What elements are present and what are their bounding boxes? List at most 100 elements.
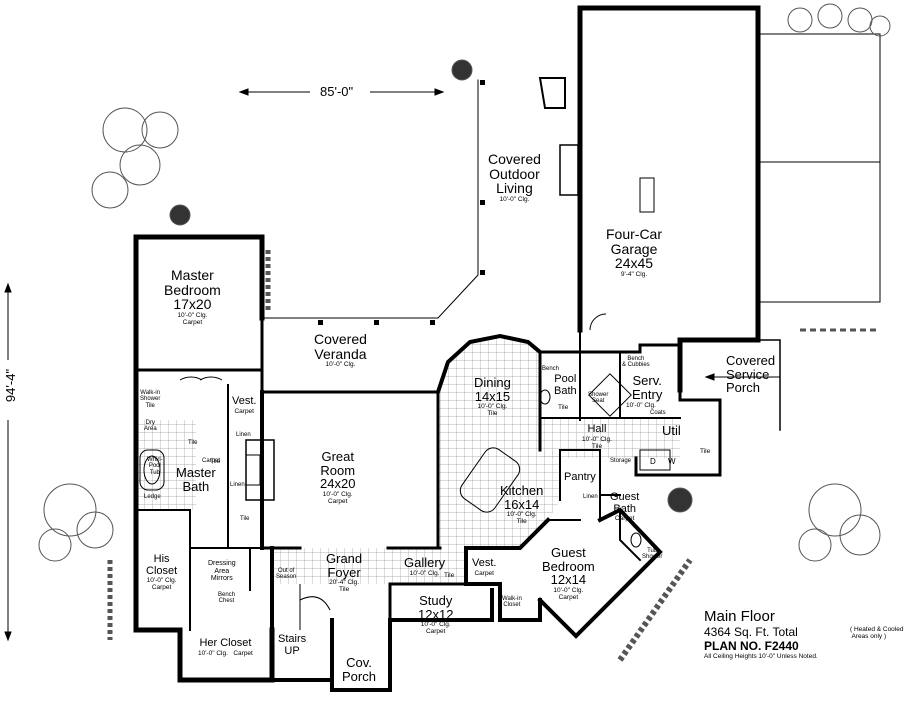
depth-dimension: 94'-4" xyxy=(3,368,19,403)
room-name: Vest. xyxy=(472,557,497,569)
service-entry: Serv. Entry xyxy=(632,374,662,401)
room-ceiling: 10'-0" Clg. xyxy=(582,435,612,443)
room-ceiling: 10'-0" Clg. xyxy=(322,490,353,498)
master-bedroom: Master Bedroom 17x20 10'-0" Clg. Carpet xyxy=(164,268,221,327)
ledge-label: Ledge xyxy=(144,494,161,500)
pool-bath-floor: Tile xyxy=(558,404,569,411)
title-block: Main Floor 4364 Sq. Ft. Total PLAN NO. F… xyxy=(704,608,818,660)
stairs: Stairs UP xyxy=(278,633,307,657)
area-note: ( Heated & Cooled Areas only ) xyxy=(850,626,904,640)
master-bath-floor: Tile xyxy=(210,458,221,465)
whirlpool-tub-label: Whirl- Pool Tub xyxy=(147,457,163,476)
room-floor: Carpet xyxy=(425,628,446,636)
linen-label-3: Linen xyxy=(583,494,598,500)
bench-cubbies-label: Bench & Cubbies xyxy=(622,356,650,369)
room-ceiling: 10'-0" Clg. xyxy=(499,196,530,204)
room-floor: Carpet xyxy=(558,594,579,602)
room-name: Cov. Porch xyxy=(342,655,376,684)
out-of-season-label: Out of Season xyxy=(276,568,297,581)
room-size: 14x15 xyxy=(474,388,511,404)
room-floor: Tile xyxy=(516,518,527,526)
walkin-closet-label: Walk-in Closet xyxy=(502,596,522,609)
room-ceiling: 10'-0" Clg. xyxy=(177,312,208,320)
fixtures xyxy=(139,313,671,630)
four-car-garage: Four-Car Garage 24x45 9'-4" Clg. xyxy=(606,226,663,279)
dining-room: Dining 14x15 10'-0" Clg. Tile xyxy=(474,376,511,418)
bench-chest-label: Bench Chest xyxy=(218,592,236,605)
room-name: Four-Car Garage xyxy=(606,226,663,257)
gallery: Gallery 10'-0" Clg. xyxy=(404,556,445,577)
utility-room: Util xyxy=(662,424,681,438)
room-floor: Carpet xyxy=(234,407,254,415)
room-size: 12x12 xyxy=(418,606,454,622)
room-floor: Carpet xyxy=(151,584,172,592)
room-ceiling: 10'-0" Clg. xyxy=(146,577,177,585)
room-ceiling: 10'-0" Clg. xyxy=(325,361,356,369)
room-name: Covered Outdoor Living xyxy=(488,151,541,197)
covered-service-porch: Covered Service Porch xyxy=(726,354,775,395)
room-ceiling: 10'-0" Clg. xyxy=(506,511,537,519)
kitchen-vestibule: Vest. Carpet xyxy=(472,557,497,577)
room-name: Grand Foyer xyxy=(326,551,363,580)
gallery-floor: Tile xyxy=(444,572,455,579)
room-ceiling: 10'-0" Clg. xyxy=(553,586,584,594)
pool-bath: Pool Bath xyxy=(554,373,577,397)
great-room: Great Room 24x20 10'-0" Clg. Carpet xyxy=(320,450,355,505)
covered-porch: Cov. Porch xyxy=(342,656,376,683)
room-ceiling: 20'-4" Clg. xyxy=(329,579,360,587)
plan-title: Main Floor xyxy=(704,608,775,625)
room-name: Great Room xyxy=(320,449,356,478)
room-name: Hall xyxy=(587,423,607,435)
room-name: Covered Veranda xyxy=(314,331,367,362)
room-floor: Carpet xyxy=(327,498,348,506)
room-name: Kitchen xyxy=(500,483,544,498)
room-ceiling: 10'-0" Clg. Carpet xyxy=(198,649,253,657)
room-name: His Closet xyxy=(146,553,178,577)
washer-label: W xyxy=(668,457,676,466)
room-name: Covered Service Porch xyxy=(726,353,776,396)
plan-area: 4364 Sq. Ft. Total xyxy=(704,625,798,639)
room-extra: Mirrors xyxy=(210,575,233,583)
ceiling-note: All Ceiling Heights 10'-0" Unless Noted. xyxy=(704,653,818,660)
bench-label: Bench xyxy=(542,366,560,372)
room-name: Pool Bath xyxy=(554,373,577,397)
room-name: Serv. Entry xyxy=(632,373,663,402)
walkin-shower-label: Walk-in Shower Tile xyxy=(140,390,161,409)
room-name: Her Closet xyxy=(199,637,252,649)
room-ceiling: 9'-4" Clg. xyxy=(620,271,648,279)
room-size: 17x20 xyxy=(173,296,212,313)
room-name: Master Bath xyxy=(176,465,216,494)
room-floor: Tile xyxy=(338,586,350,594)
pantry: Pantry xyxy=(564,471,596,483)
room-name: Guest Bedroom xyxy=(542,545,595,574)
room-floor: Tile xyxy=(487,410,498,418)
service-entry-ceiling: 10'-0" Clg. xyxy=(626,402,656,409)
guest-bath: Guest Bath Carpet xyxy=(610,491,639,522)
room-name: Dressing Area xyxy=(208,560,236,575)
walls xyxy=(133,5,881,692)
room-name: Vest. xyxy=(232,395,257,407)
shower-seat-label: Shower Seat xyxy=(588,392,609,405)
room-name: Study xyxy=(419,593,453,608)
room-floor: Carpet xyxy=(474,569,494,577)
master-vestibule: Vest. Carpet xyxy=(232,395,257,415)
room-size: 12x14 xyxy=(550,572,587,588)
width-dimension: 85'-0" xyxy=(320,84,354,99)
room-name: Stairs UP xyxy=(278,633,307,657)
veranda-posts xyxy=(318,80,485,325)
room-name: Dining xyxy=(474,375,511,390)
her-closet: Her Closet 10'-0" Clg. Carpet xyxy=(198,637,253,657)
room-floor: Carpet xyxy=(182,319,203,327)
grand-foyer: Grand Foyer 20'-4" Clg. Tile xyxy=(326,552,362,594)
room-size: 24x20 xyxy=(320,476,356,492)
study: Study 12x12 10'-0" Clg. Carpet xyxy=(418,594,453,636)
master-bath: Master Bath xyxy=(176,466,216,493)
room-ceiling: 10'-0" Clg. xyxy=(477,403,508,411)
his-closet: His Closet 10'-0" Clg. Carpet xyxy=(146,553,178,592)
plan-number: PLAN NO. F2440 xyxy=(704,639,799,653)
tub-shower-label: Tub Shower xyxy=(642,548,663,561)
dressing-area: Dressing Area Mirrors xyxy=(208,560,236,583)
covered-outdoor-living: Covered Outdoor Living 10'-0" Clg. xyxy=(488,152,541,203)
room-name: Gallery xyxy=(404,555,446,570)
landscaping xyxy=(38,3,891,662)
